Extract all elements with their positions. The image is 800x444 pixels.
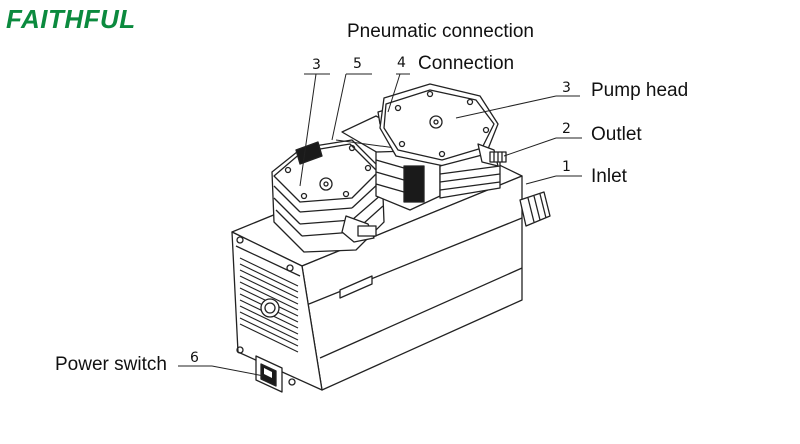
callout-inlet: 1 bbox=[562, 159, 571, 175]
power-switch bbox=[255, 355, 283, 393]
inlet-fitting bbox=[519, 191, 551, 227]
label-pump-head: Pump head bbox=[591, 80, 689, 101]
outlet-fitting bbox=[477, 143, 507, 167]
callout-connection: 4 bbox=[397, 55, 406, 71]
callout-outlet: 2 bbox=[562, 121, 571, 137]
leader-pump-head-right-diag bbox=[455, 95, 557, 119]
leader-pump-head-left-diag bbox=[299, 73, 317, 187]
leader-connection-diag bbox=[387, 73, 401, 113]
right-pump-head bbox=[379, 83, 501, 199]
left-pump-head bbox=[271, 139, 385, 253]
leader-power-switch-diag bbox=[211, 365, 265, 377]
label-power-switch: Power switch bbox=[55, 354, 167, 375]
brand-logo: FAITHFUL bbox=[6, 4, 136, 34]
callout-pump-head-left: 3 bbox=[312, 57, 321, 73]
label-pneumatic-connection: Pneumatic connection bbox=[347, 21, 534, 42]
leader-inlet-diag bbox=[525, 175, 557, 185]
label-inlet: Inlet bbox=[591, 166, 627, 187]
callout-power-switch: 6 bbox=[190, 350, 199, 366]
label-outlet: Outlet bbox=[591, 124, 642, 145]
label-connection: Connection bbox=[418, 53, 515, 74]
callout-pump-head-right: 3 bbox=[562, 80, 571, 96]
callout-pneumatic-connection: 5 bbox=[353, 56, 362, 72]
leader-outlet-diag bbox=[503, 137, 557, 157]
leader-lines bbox=[178, 73, 582, 377]
leader-pneumatic-connection-diag bbox=[331, 73, 347, 141]
